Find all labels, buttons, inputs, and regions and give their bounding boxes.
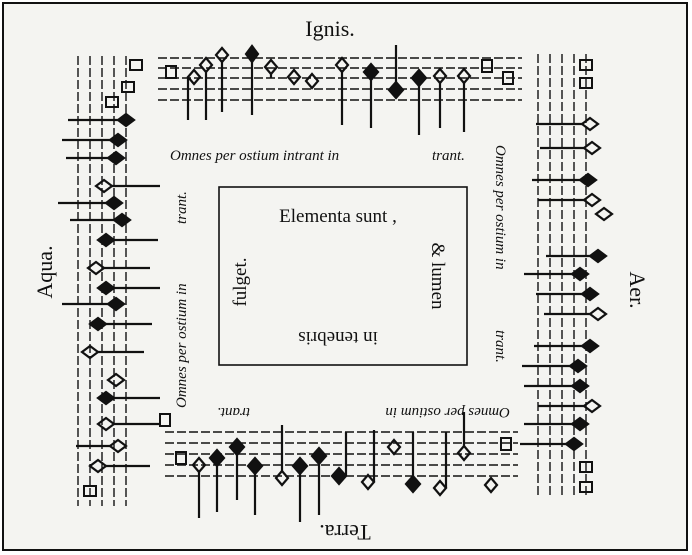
verse-line-2: & lumen bbox=[427, 242, 448, 310]
rubric-right-a: Omnes per ostium in bbox=[492, 145, 508, 270]
notes-top bbox=[186, 44, 472, 135]
verse-line-4: fulget. bbox=[230, 257, 251, 306]
notes-left bbox=[58, 112, 160, 474]
verse-line-1: Elementa sunt , bbox=[279, 206, 397, 227]
label-ignis: Ignis. bbox=[305, 16, 355, 41]
rubric-left-a: Omnes per ostium in bbox=[174, 283, 190, 408]
rubric-left-b: trant. bbox=[174, 191, 190, 224]
rubric-top-b: trant. bbox=[432, 148, 465, 164]
central-box bbox=[218, 186, 468, 366]
notes-right bbox=[520, 116, 614, 452]
notes-bottom bbox=[191, 412, 499, 522]
rubric-bottom-a: Omnes per ostium in bbox=[385, 404, 510, 420]
label-aqua: Aqua. bbox=[32, 245, 57, 298]
label-aer: Aer. bbox=[625, 271, 650, 308]
label-terra: Terra. bbox=[319, 520, 371, 545]
rubric-bottom-b: trant. bbox=[217, 404, 250, 420]
rubric-right-b: trant. bbox=[492, 330, 508, 363]
breve-marks bbox=[83, 59, 593, 497]
verse-line-3: in tenebris bbox=[298, 327, 378, 348]
rubric-top-a: Omnes per ostium intrant in bbox=[170, 148, 339, 164]
staff-left bbox=[77, 56, 127, 506]
